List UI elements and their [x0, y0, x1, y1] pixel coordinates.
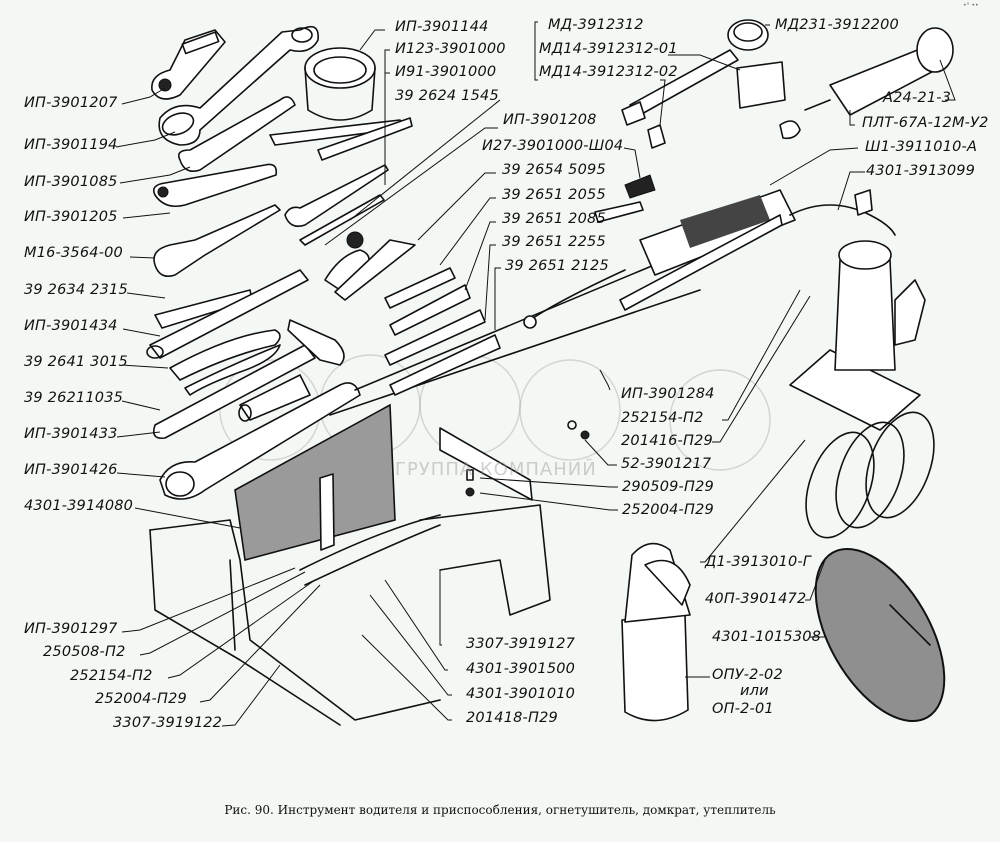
part-label-3307-3919127: 3307-3919127 [466, 636, 576, 652]
radiator-insulation-cover [814, 548, 946, 722]
part-label-ip-3901144: ИП-3901144 [395, 19, 489, 35]
bolt-201416 [580, 430, 590, 440]
part-label-i27-3901000-sh04: И27-3901000-Ш04 [482, 138, 624, 154]
tube-spanner-small [146, 269, 309, 359]
part-label-ip-3901208: ИП-3901208 [503, 112, 597, 128]
grease-nozzle [624, 174, 656, 199]
box-spanner [269, 117, 413, 161]
screwdriver-m16 [153, 204, 281, 278]
part-label-39-2624-1545: 39 2624 1545 [395, 88, 499, 104]
washer-252004 [465, 487, 475, 497]
tool-box [149, 504, 551, 726]
part-label-250508-p2: 250508-П2 [43, 644, 126, 660]
mounting-bracket [329, 249, 701, 501]
part-label-4301-3901500: 4301-3901500 [466, 661, 576, 677]
part-label-ip-3901194: ИП-3901194 [24, 137, 118, 153]
part-label-md14-3912312-01: МД14-3912312-01 [539, 41, 678, 57]
part-label-39-2654-5095: 39 2654 5095 [502, 162, 606, 178]
tire-pressure-gauge [621, 19, 786, 149]
ring-wrench-mid [324, 231, 416, 301]
part-label-252154-p2-a: 252154-П2 [70, 668, 153, 684]
drift-punch [299, 194, 385, 246]
corner-mark: •° •• [963, 2, 979, 9]
part-label-plt-67a-12m-u2: ПЛТ-67А-12М-У2 [862, 115, 989, 131]
open-wrench [177, 96, 296, 173]
part-label-ili: или [740, 683, 769, 699]
part-label-39-2651-2255: 39 2651 2255 [502, 234, 606, 250]
part-label-i123-3901000: И123-3901000 [395, 41, 506, 57]
open-wrench-set [384, 267, 501, 396]
hose [299, 514, 441, 586]
offset-wrench [152, 163, 278, 208]
part-label-sh1-3911010-a: Ш1-3911010-А [865, 139, 978, 155]
hammer [152, 319, 345, 440]
part-label-4301-3914080: 4301-3914080 [24, 498, 134, 514]
part-label-ip-3901426: ИП-3901426 [24, 462, 118, 478]
part-label-d1-3913010-g: Д1-3913010-Г [705, 554, 812, 570]
part-label-39-2621-1035: 39 26211035 [24, 390, 124, 406]
part-label-3307-3919122: 3307-3919122 [113, 715, 223, 731]
washer-252154 [567, 420, 577, 430]
part-label-a24-21-3: А24-21-3 [883, 90, 952, 106]
fire-extinguisher [621, 542, 691, 722]
part-label-39-2634-2315: 39 2634 2315 [24, 282, 128, 298]
socket-large [304, 47, 376, 121]
part-label-201416-p29: 201416-П29 [621, 433, 713, 449]
tube-spanner [238, 374, 311, 422]
figure-caption: Рис. 90. Инструмент водителя и приспособ… [224, 803, 776, 817]
wheel-wrench [159, 382, 361, 500]
part-label-252004-p29-a: 252004-П29 [95, 691, 187, 707]
part-label-md-3912312: МД-3912312 [548, 17, 644, 33]
part-label-md231-3912200: МД231-3912200 [775, 17, 899, 33]
part-label-4301-3913099: 4301-3913099 [866, 163, 976, 179]
part-label-39-2651-2125: 39 2651 2125 [505, 258, 609, 274]
ring-wrench-small [151, 29, 226, 100]
part-label-39-2651-2085: 39 2651 2085 [502, 211, 606, 227]
part-label-290509-p29: 290509-П29 [622, 479, 714, 495]
tow-rope [805, 411, 935, 539]
ring-wrench-large [158, 25, 319, 146]
part-label-ip-3901434: ИП-3901434 [24, 318, 118, 334]
retaining-strap [789, 189, 896, 236]
part-label-252154-p2-b: 252154-П2 [621, 410, 704, 426]
part-label-op-2-01: ОП-2-01 [712, 701, 774, 717]
part-label-39-2641-3015: 39 2641 3015 [24, 354, 128, 370]
tire-pump [779, 27, 954, 140]
part-label-ip-3901207: ИП-3901207 [24, 95, 118, 111]
part-label-ip-3901085: ИП-3901085 [24, 174, 118, 190]
part-label-ip-3901433: ИП-3901433 [24, 426, 118, 442]
tool-bag [234, 403, 396, 562]
part-label-39-2651-2055: 39 2651 2055 [502, 187, 606, 203]
part-label-40p-3901472: 40П-3901472 [705, 591, 807, 607]
part-label-ip-3901297: ИП-3901297 [24, 621, 118, 637]
leader-lines [115, 21, 956, 727]
grease-gun [523, 189, 796, 329]
part-label-opu-2-02: ОПУ-2-02 [712, 667, 783, 683]
screwdriver-small [284, 164, 389, 228]
pliers [169, 329, 281, 396]
part-label-201418-p29: 201418-П29 [466, 710, 558, 726]
bolt-290509 [466, 469, 474, 481]
part-label-ip-3901205: ИП-3901205 [24, 209, 118, 225]
part-label-ip-3901284: ИП-3901284 [621, 386, 715, 402]
part-label-4301-3901010: 4301-3901010 [466, 686, 576, 702]
part-label-52-3901217: 52-3901217 [621, 456, 712, 472]
bottle-jack [789, 240, 926, 431]
part-label-md14-3912312-02: МД14-3912312-02 [539, 64, 678, 80]
part-label-m16-3564-00: М16-3564-00 [24, 245, 123, 261]
watermark-text: ГРУППА КОМПАНИЙ [395, 459, 597, 480]
part-label-252004-p29-b: 252004-П29 [622, 502, 714, 518]
part-label-4301-1015308: 4301-1015308 [712, 629, 822, 645]
part-label-i91-3901000: И91-3901000 [395, 64, 497, 80]
